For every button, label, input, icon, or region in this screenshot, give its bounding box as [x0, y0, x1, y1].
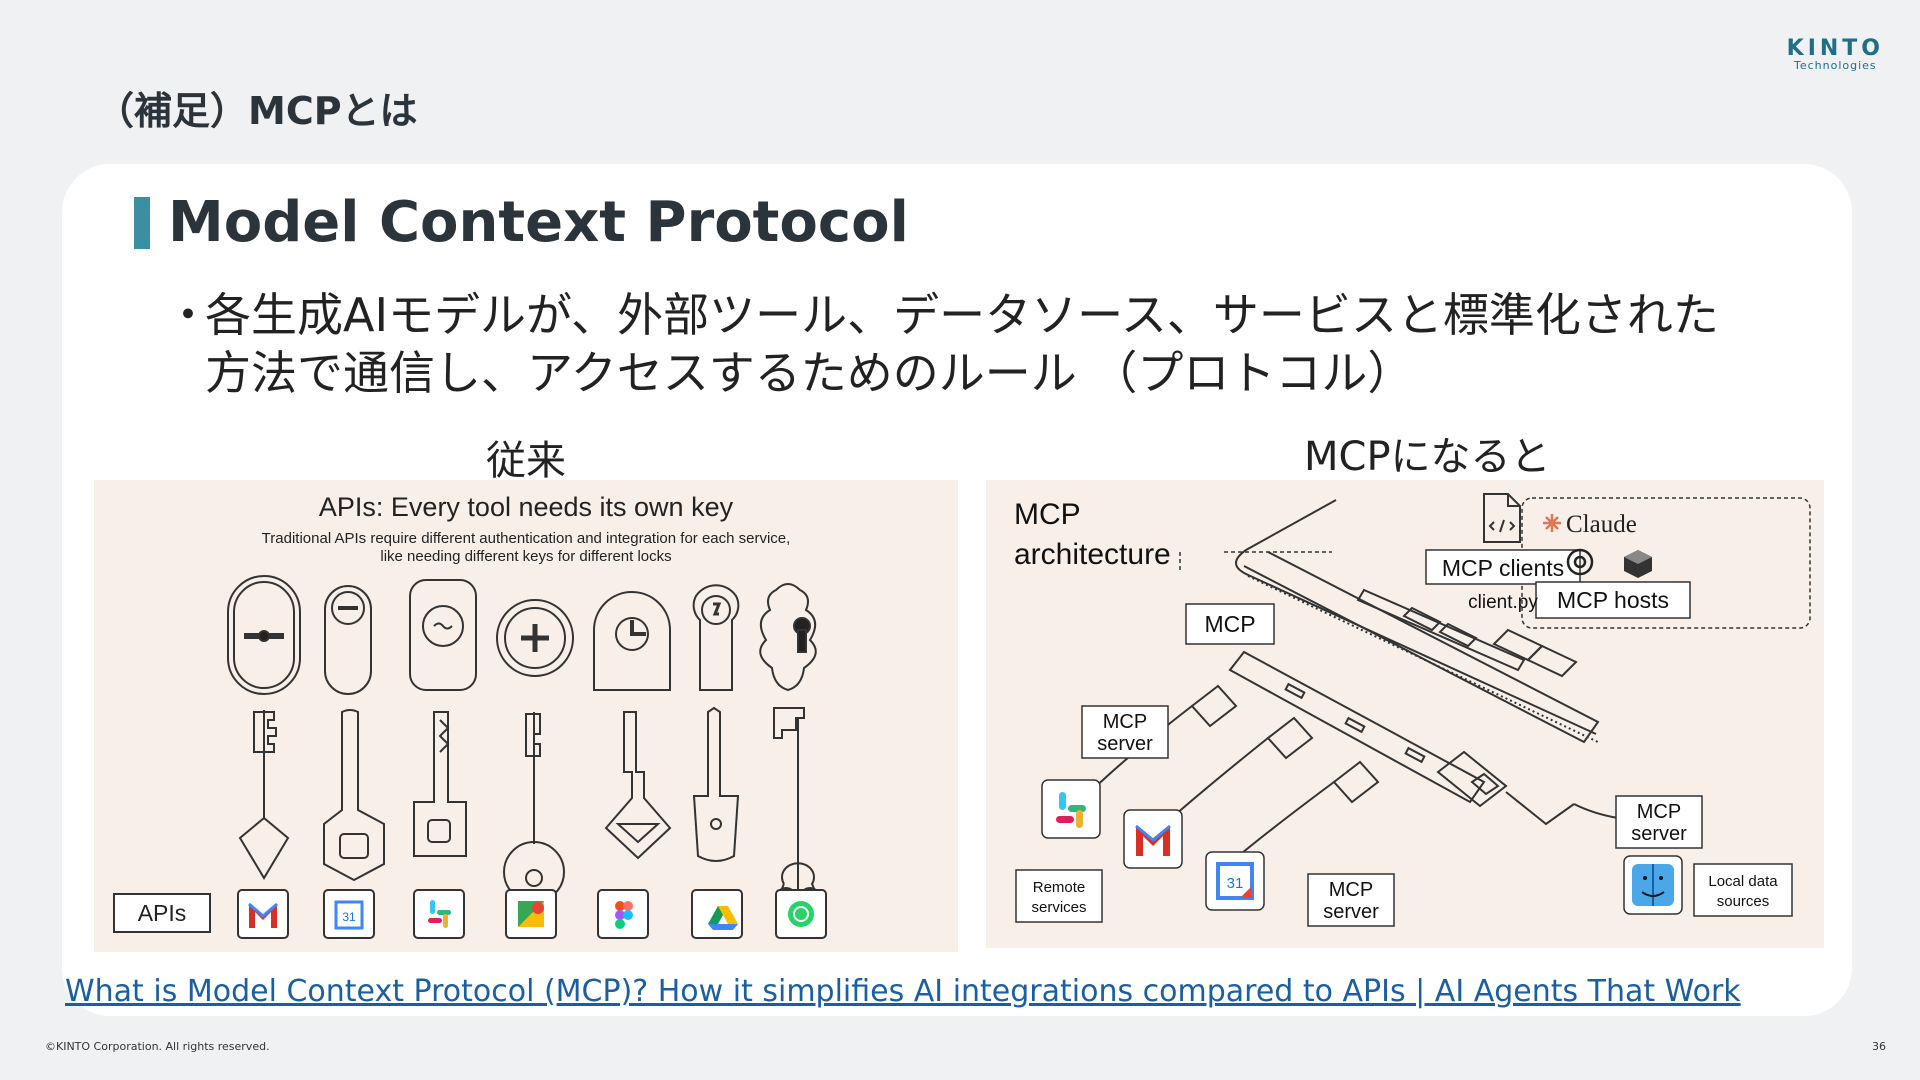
logo-sub: Technologies	[1793, 59, 1877, 72]
heading-text: Model Context Protocol	[168, 190, 909, 255]
local-label-2: sources	[1717, 893, 1770, 910]
finder-icon	[1632, 864, 1674, 906]
key-icon	[413, 711, 467, 857]
mcp-server-label-2b: server	[1631, 823, 1687, 845]
client-file-label: client.py	[1468, 592, 1538, 613]
apis-label: APIs	[138, 900, 187, 926]
mcp-architecture-figure: MCP architecture	[986, 480, 1824, 948]
remote-label-1: Remote	[1033, 879, 1086, 896]
drive-icon	[708, 906, 738, 930]
mcp-server-label-1b: server	[1097, 733, 1153, 755]
key-icon	[773, 707, 821, 909]
mcp-server-label-2a: MCP	[1637, 801, 1681, 823]
section-title: （補足）MCPとは	[96, 89, 418, 133]
gmail-icon	[1135, 824, 1171, 856]
apis-illustration: APIs: Every tool needs its own key Tradi…	[113, 492, 827, 939]
claude-label: Claude	[1566, 511, 1637, 538]
logo-main: KINTO	[1786, 36, 1884, 61]
slide-heading: Model Context Protocol	[134, 190, 909, 255]
slack-icon	[1056, 792, 1086, 828]
source-link[interactable]: What is Model Context Protocol (MCP)? Ho…	[65, 974, 1741, 1009]
mcp-hosts-label: MCP hosts	[1557, 587, 1669, 613]
slack-icon	[428, 900, 451, 928]
lock-icon	[227, 575, 301, 695]
maps-icon	[518, 901, 544, 927]
mcp-server-label-3a: MCP	[1329, 879, 1373, 901]
openai-icon	[1566, 548, 1594, 576]
whatsapp-icon	[788, 901, 814, 927]
caption-right: MCPになると	[1304, 434, 1551, 480]
mcp-title-2: architecture	[1014, 538, 1171, 571]
lock-icon	[759, 583, 817, 692]
lock-icon	[409, 579, 477, 691]
calendar-icon: 31	[334, 900, 364, 930]
gmail-icon	[248, 902, 278, 928]
mcp-clients-label: MCP clients	[1442, 555, 1564, 581]
apis-figure: APIs: Every tool needs its own key Tradi…	[94, 480, 958, 952]
remote-label-2: services	[1031, 899, 1086, 916]
bullet-text: 各生成AIモデルが、外部ツール、データソース、サービスと標準化された 方法で通信…	[205, 286, 1719, 402]
mcp-label: MCP	[1204, 611, 1255, 637]
key-icon	[604, 711, 672, 860]
key-icon	[238, 710, 290, 880]
local-label-1: Local data	[1708, 873, 1778, 890]
caption-left: 従来	[486, 438, 566, 484]
lock-icon	[324, 585, 372, 695]
bullet-line-2: 方法で通信し、アクセスするためのルール （プロトコル）	[205, 346, 1414, 400]
key-icon	[692, 706, 740, 862]
apis-subtitle-1: Traditional APIs require different authe…	[262, 530, 791, 547]
calendar-icon: 31	[1216, 862, 1254, 900]
apis-subtitle-2: like needing different keys for differen…	[380, 548, 671, 565]
calendar-number: 31	[342, 910, 356, 924]
claude-icon	[1543, 514, 1561, 532]
key-icon	[503, 712, 565, 903]
apis-title: APIs: Every tool needs its own key	[319, 492, 734, 522]
mcp-illustration: MCP architecture	[1014, 493, 1811, 927]
page-number: 36	[1872, 1040, 1886, 1053]
bullet-item: ・ 各生成AIモデルが、外部ツール、データソース、サービスと標準化された 方法で…	[165, 286, 1805, 402]
figma-icon	[615, 901, 633, 929]
cube-icon	[1624, 550, 1652, 578]
heading-accent-bar	[134, 196, 150, 249]
lock-icon	[496, 599, 574, 677]
kinto-logo: KINTO Technologies	[1787, 36, 1884, 72]
mcp-server-label-1a: MCP	[1103, 711, 1147, 733]
lock-icon	[593, 591, 671, 691]
mcp-title-1: MCP	[1014, 498, 1081, 531]
file-code-icon	[1483, 493, 1521, 543]
bullet-dot: ・	[165, 288, 211, 342]
lock-icon	[692, 584, 740, 691]
mcp-server-label-3b: server	[1323, 901, 1379, 923]
bullet-line-1: 各生成AIモデルが、外部ツール、データソース、サービスと標準化された	[205, 288, 1719, 342]
calendar-number-right: 31	[1227, 875, 1244, 892]
copyright-footer: ©KINTO Corporation. All rights reserved.	[45, 1040, 270, 1053]
key-icon	[323, 709, 385, 882]
